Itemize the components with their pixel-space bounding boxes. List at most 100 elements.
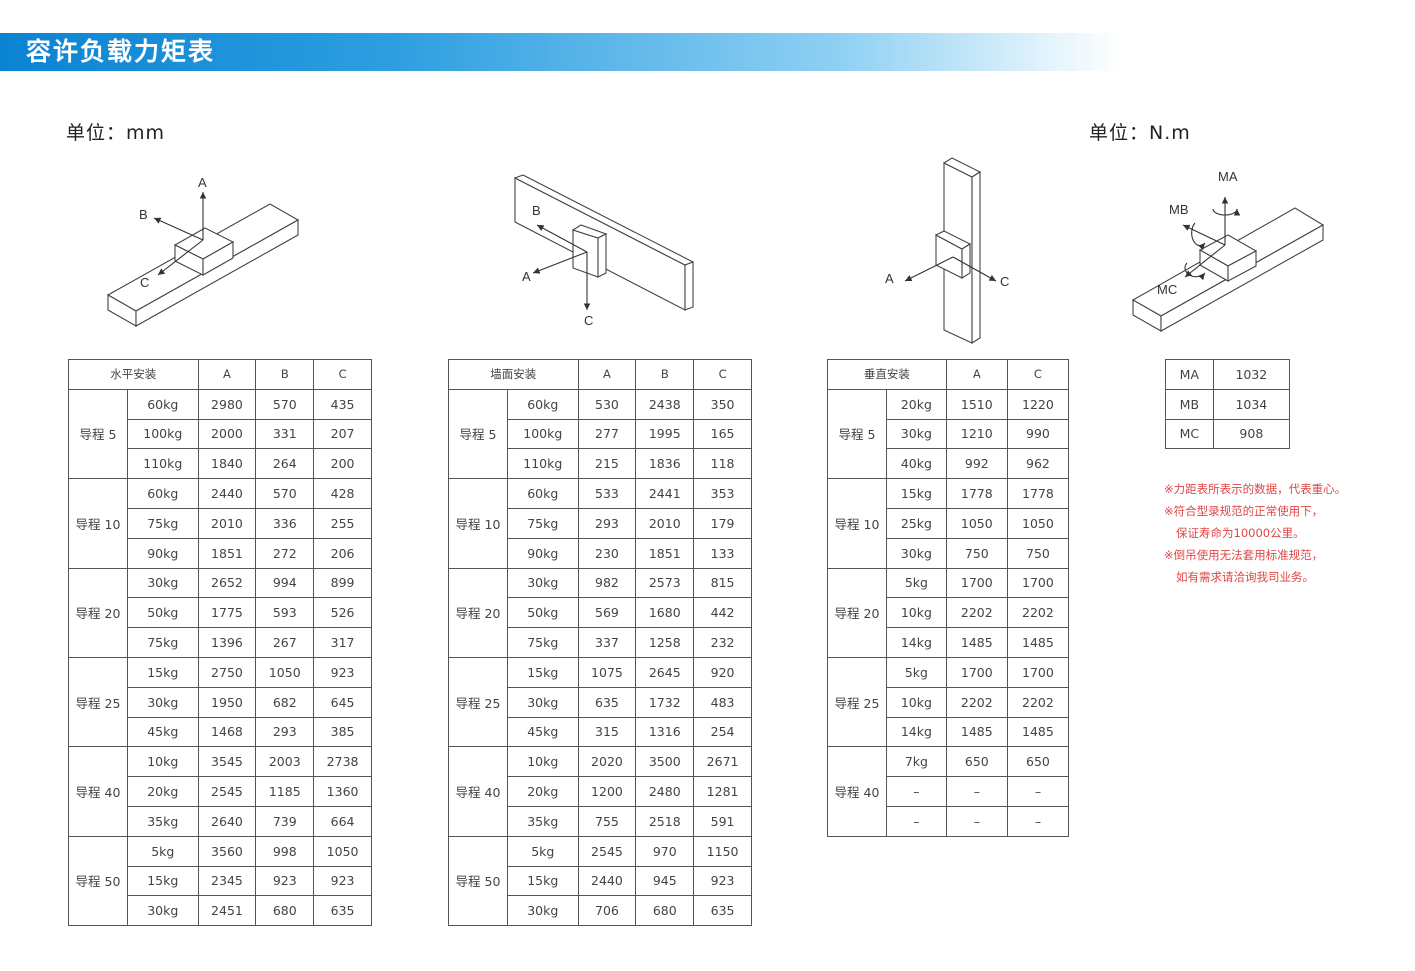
lead-label: 导程 20 (68, 567, 128, 658)
moment-diagram: MA MB MC (1131, 169, 1325, 332)
lead-label: 导程 5 (68, 388, 128, 480)
value-cell: 982 (577, 567, 637, 599)
note-line: ※符合型录规范的正常使用下， (1164, 504, 1324, 518)
value-cell: 2640 (197, 805, 257, 837)
value-cell: 3500 (635, 746, 695, 778)
load-cell: 75kg (127, 507, 199, 539)
load-cell: 5kg (127, 835, 199, 867)
title-banner: 容许负载力矩表 (0, 33, 1120, 71)
axis-label-a: A (885, 271, 894, 286)
value-cell: 1851 (635, 537, 695, 569)
mount-type-header: 垂直安装 (827, 359, 947, 390)
value-cell: 1700 (1006, 656, 1070, 688)
value-cell: 2020 (577, 746, 637, 778)
vertical-mount-diagram: A C (885, 157, 1009, 344)
value-cell: 264 (255, 448, 315, 480)
value-cell: 2438 (635, 388, 695, 420)
load-cell: 25kg (886, 507, 947, 539)
value-cell: 1851 (197, 537, 257, 569)
value-cell: 200 (313, 448, 372, 480)
value-cell: 2738 (313, 746, 372, 778)
mount-type-header: 水平安装 (68, 359, 199, 390)
value-cell: 750 (945, 537, 1008, 569)
mount-type-header: 墙面安装 (448, 359, 579, 390)
value-cell: 994 (255, 567, 315, 599)
value-cell: 645 (313, 686, 372, 718)
axis-label-c: C (1000, 274, 1009, 289)
value-cell: 1995 (635, 418, 695, 450)
value-cell: 1680 (635, 597, 695, 629)
axis-label-c: C (140, 275, 149, 290)
moment-name: MA (1165, 359, 1214, 390)
lead-label: 导程 40 (827, 746, 887, 837)
load-cell: 15kg (127, 865, 199, 897)
value-cell: 2671 (693, 746, 752, 778)
value-cell: 998 (255, 835, 315, 867)
value-cell: 1281 (693, 776, 752, 807)
lead-label: 导程 40 (448, 746, 508, 837)
value-cell: 1732 (635, 686, 695, 718)
value-cell: 682 (255, 686, 315, 718)
value-cell: 1050 (945, 507, 1008, 539)
load-cell: 60kg (127, 478, 199, 509)
moment-name: MB (1165, 388, 1214, 420)
moment-name: MC (1165, 418, 1214, 450)
lead-label: 导程 25 (68, 656, 128, 748)
load-cell: 30kg (127, 686, 199, 718)
value-cell: 923 (255, 865, 315, 897)
value-cell: 1050 (255, 656, 315, 688)
load-cell: 50kg (127, 597, 199, 629)
lead-label: 导程 5 (448, 388, 508, 480)
value-cell: 206 (313, 537, 372, 569)
unit-label-mm: 单位：mm (66, 122, 166, 144)
axis-label-c: C (584, 313, 593, 328)
value-cell: 1050 (1006, 507, 1070, 539)
load-cell: 20kg (127, 776, 199, 807)
value-cell: 650 (945, 746, 1008, 778)
lead-label: 导程 40 (68, 746, 128, 837)
value-cell: 2518 (635, 805, 695, 837)
value-cell: – (1006, 805, 1070, 837)
value-cell: 1778 (945, 478, 1008, 509)
value-cell: 1840 (197, 448, 257, 480)
unit-label-nm: 单位：N.m (1089, 122, 1191, 144)
value-cell: 3545 (197, 746, 257, 778)
load-cell: 45kg (127, 716, 199, 748)
column-header: A (945, 359, 1008, 390)
load-cell: 15kg (127, 656, 199, 688)
value-cell: 570 (255, 478, 315, 509)
value-cell: 1485 (945, 716, 1008, 748)
value-cell: 1510 (945, 388, 1008, 420)
value-cell: 1775 (197, 597, 257, 629)
load-cell: 75kg (507, 507, 579, 539)
load-cell: 15kg (886, 478, 947, 509)
value-cell: 2010 (197, 507, 257, 539)
load-cell: 30kg (127, 567, 199, 599)
value-cell: 2202 (1006, 686, 1070, 718)
value-cell: 680 (255, 895, 315, 927)
load-cell: 35kg (127, 805, 199, 837)
value-cell: 133 (693, 537, 752, 569)
load-cell: 5kg (507, 835, 579, 867)
load-cell: 110kg (507, 448, 579, 480)
notes: ※力距表所表示的数据，代表重心。 ※符合型录规范的正常使用下， 保证寿命为100… (1164, 478, 1346, 588)
load-cell: 14kg (886, 627, 947, 658)
value-cell: – (945, 805, 1008, 837)
value-cell: 272 (255, 537, 315, 569)
lead-label: 导程 20 (448, 567, 508, 658)
value-cell: 331 (255, 418, 315, 450)
